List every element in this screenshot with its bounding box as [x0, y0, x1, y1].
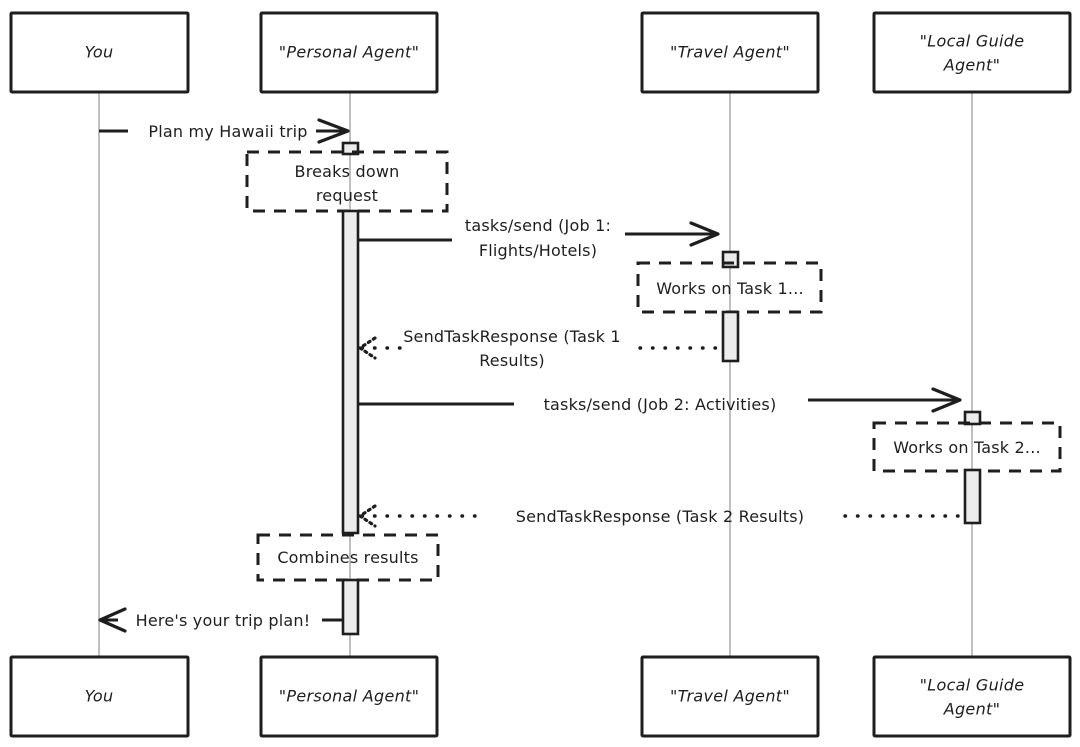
- arrow-head-job1: [689, 221, 720, 247]
- participant-label-you-top: You: [85, 43, 114, 62]
- participant-you-bottom[interactable]: You: [9, 655, 190, 738]
- activation-local-guide-agent-start: [963, 410, 982, 426]
- arrow-head-plan-trip: [317, 118, 350, 144]
- message-label-task1-response-line1: SendTaskResponse (Task 1: [403, 327, 621, 346]
- activation-local-guide-agent-work: [963, 468, 982, 525]
- message-label-plan-trip: Plan my Hawaii trip: [148, 122, 307, 141]
- message-label-trip-plan: Here's your trip plan!: [136, 611, 311, 630]
- message-label-task1-response-line2: Results): [479, 351, 545, 370]
- participant-travel-agent-top[interactable]: "Travel Agent": [640, 11, 820, 94]
- participant-local-guide-agent-bottom[interactable]: "Local Guide Agent": [872, 655, 1072, 738]
- participant-label-local-guide-agent-bottom-line1: "Local Guide: [920, 676, 1025, 695]
- participant-label-personal-agent-top: "Personal Agent": [279, 43, 420, 62]
- participant-local-guide-agent-top[interactable]: "Local Guide Agent": [872, 11, 1072, 94]
- arrow-head-trip-plan: [98, 607, 127, 633]
- participant-travel-agent-bottom[interactable]: "Travel Agent": [640, 655, 820, 738]
- arrow-head-job2: [931, 387, 962, 413]
- participant-label-local-guide-agent-top-line2: Agent": [943, 56, 1001, 75]
- lifelines-group: [98, 92, 973, 660]
- participant-label-local-guide-agent-bottom-line2: Agent": [943, 700, 1001, 719]
- note-breaks-down-request[interactable]: Breaks down request: [245, 150, 449, 213]
- activation-personal-agent-final: [341, 578, 360, 636]
- participant-personal-agent-bottom[interactable]: "Personal Agent": [259, 655, 439, 738]
- note-label-works-on-task-1: Works on Task 1...: [656, 279, 804, 298]
- participant-you-top[interactable]: You: [9, 11, 190, 94]
- message-label-task2-response: SendTaskResponse (Task 2 Results): [516, 507, 805, 526]
- participant-label-you-bottom: You: [85, 687, 114, 706]
- message-sendtaskresponse-task1[interactable]: SendTaskResponse (Task 1 Results): [358, 327, 724, 370]
- message-label-job1-line1: tasks/send (Job 1:: [465, 216, 611, 235]
- participant-label-personal-agent-bottom: "Personal Agent": [279, 687, 420, 706]
- message-plan-my-hawaii-trip[interactable]: Plan my Hawaii trip: [99, 118, 350, 144]
- arrow-head-task2-response: [358, 504, 377, 528]
- activation-personal-agent-start: [341, 141, 360, 156]
- note-combines-results[interactable]: Combines results: [256, 533, 440, 582]
- participant-personal-agent-top[interactable]: "Personal Agent": [259, 11, 439, 94]
- arrow-head-task1-response: [358, 336, 377, 360]
- participant-label-travel-agent-bottom: "Travel Agent": [670, 687, 790, 706]
- message-tasks-send-job2[interactable]: tasks/send (Job 2: Activities): [358, 387, 962, 414]
- note-works-on-task-2[interactable]: Works on Task 2...: [872, 421, 1062, 473]
- note-label-combines-results: Combines results: [277, 548, 418, 567]
- activation-personal-agent-main: [341, 209, 360, 535]
- message-label-job2: tasks/send (Job 2: Activities): [544, 395, 777, 414]
- participant-label-local-guide-agent-top-line1: "Local Guide: [920, 32, 1025, 51]
- message-label-job1-line2: Flights/Hotels): [479, 241, 597, 260]
- message-sendtaskresponse-task2[interactable]: SendTaskResponse (Task 2 Results): [358, 504, 966, 528]
- participant-label-travel-agent-top: "Travel Agent": [670, 43, 790, 62]
- note-label-breaks-down-request-line1: Breaks down: [295, 162, 400, 181]
- activation-travel-agent-work: [721, 310, 740, 363]
- message-tasks-send-job1[interactable]: tasks/send (Job 1: Flights/Hotels): [358, 216, 720, 260]
- note-label-breaks-down-request-line2: request: [316, 186, 378, 205]
- message-heres-your-trip-plan[interactable]: Here's your trip plan!: [98, 607, 343, 633]
- activation-travel-agent-start: [721, 250, 740, 269]
- note-label-works-on-task-2: Works on Task 2...: [893, 438, 1041, 457]
